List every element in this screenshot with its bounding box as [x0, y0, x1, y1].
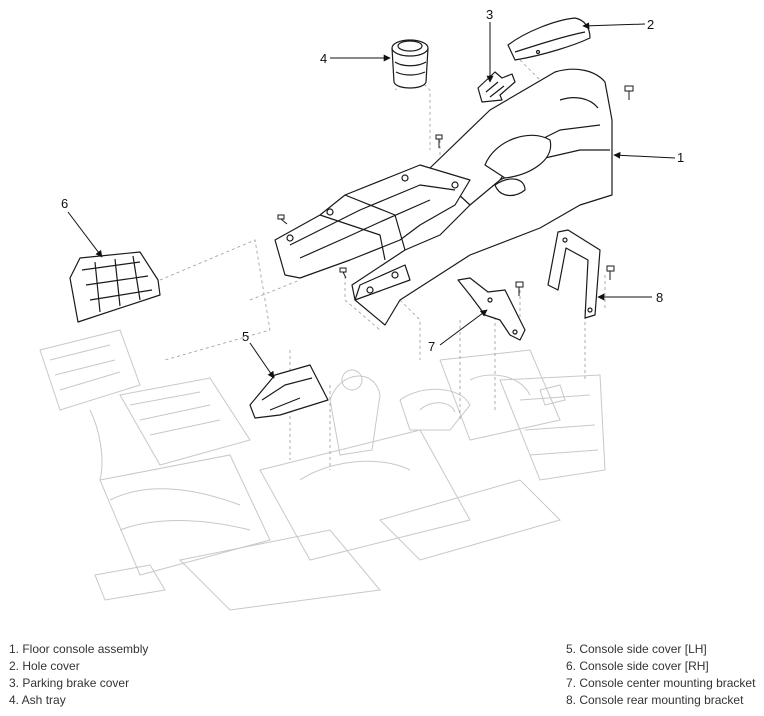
- legend-item-2: 2. Hole cover: [9, 659, 80, 673]
- parts-legend-left: 1. Floor console assembly 2. Hole cover …: [9, 641, 148, 709]
- screw-icon: [435, 134, 443, 148]
- parts-legend-right: 5. Console side cover [LH] 6. Console si…: [566, 641, 755, 709]
- screw-icon: [339, 267, 347, 279]
- exploded-view-diagram: 1 2 3 4 5 6 7 8: [39, 7, 684, 611]
- leader-lines: [67, 22, 676, 379]
- parking-brake-cover: [477, 71, 516, 103]
- callout-8: 8: [656, 290, 663, 305]
- screw-icon: [606, 265, 615, 280]
- legend-item-7: 7. Console center mounting bracket: [566, 676, 756, 690]
- callout-1: 1: [677, 150, 684, 165]
- screw-icon: [624, 85, 634, 100]
- legend-item-5: 5. Console side cover [LH]: [566, 642, 707, 656]
- mounting-screws: [277, 85, 634, 296]
- console-rear-mounting-bracket: [547, 229, 601, 319]
- console-center-mounting-bracket: [457, 277, 526, 341]
- callout-6: 6: [61, 196, 68, 211]
- callout-4: 4: [320, 51, 327, 66]
- screw-icon: [515, 281, 524, 296]
- floor-console-assembly: [274, 68, 613, 326]
- callout-5: 5: [242, 329, 249, 344]
- screw-icon: [277, 214, 288, 225]
- callout-2: 2: [647, 17, 654, 32]
- hole-cover: [507, 17, 591, 61]
- legend-item-3: 3. Parking brake cover: [9, 676, 130, 690]
- ash-tray: [391, 39, 429, 89]
- callout-3: 3: [486, 7, 493, 22]
- console-side-cover-rh: [69, 251, 161, 323]
- legend-item-4: 4. Ash tray: [9, 693, 66, 707]
- legend-item-1: 1. Floor console assembly: [9, 642, 149, 656]
- vehicle-floor-background: [39, 329, 606, 611]
- legend-item-6: 6. Console side cover [RH]: [566, 659, 709, 673]
- legend-item-8: 8. Console rear mounting bracket: [566, 693, 744, 707]
- callout-7: 7: [428, 339, 435, 354]
- console-side-cover-lh: [249, 364, 329, 419]
